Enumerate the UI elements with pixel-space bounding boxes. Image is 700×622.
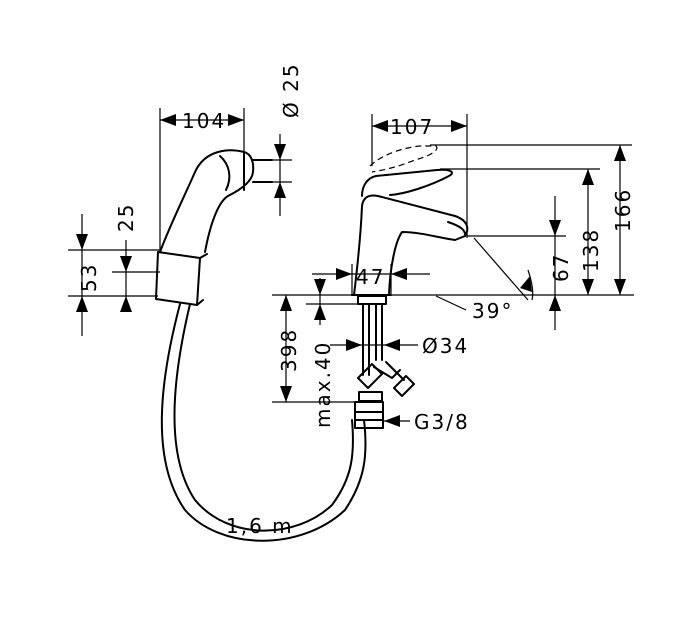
dim-text-thread: G3/8 [414, 410, 470, 434]
dim-text-398: 398 [277, 328, 301, 372]
dimension-diameter-25: Ø 25 [266, 62, 303, 216]
dim-text-max40: max.40 [311, 341, 335, 428]
dim-text-angle: 39° [472, 299, 513, 323]
dim-text-104: 104 [182, 109, 226, 133]
dim-text-138: 138 [579, 228, 603, 272]
dim-text-hose-length: 1,6 m [226, 514, 294, 538]
dimension-47: 47 [312, 264, 430, 296]
dim-text-holder-25: 25 [114, 203, 138, 232]
spray-holder [155, 251, 208, 306]
dimension-max40: max.40 [306, 278, 358, 428]
dimension-107: 107 [371, 114, 468, 238]
hose [160, 303, 367, 542]
dimension-thread: G3/8 [383, 410, 470, 434]
hand-spray [159, 149, 273, 253]
dim-text-166: 166 [611, 188, 635, 232]
dim-text-diameter-25: Ø 25 [279, 62, 303, 118]
dim-text-holder-53: 53 [77, 263, 101, 292]
dimension-heights: 166 138 67 [392, 144, 635, 330]
dimension-angle: 39° [435, 237, 534, 323]
faucet-base-assembly [354, 295, 415, 429]
dim-text-107: 107 [390, 115, 434, 139]
dimension-398: 398 [272, 294, 355, 403]
dimension-104: 104 [159, 108, 245, 250]
dim-text-67: 67 [549, 253, 573, 282]
dim-text-diameter-34: Ø34 [422, 334, 469, 358]
dim-text-47: 47 [356, 265, 385, 289]
dimension-diameter-34: Ø34 [330, 334, 469, 358]
dimension-holder: 25 53 [68, 203, 160, 336]
